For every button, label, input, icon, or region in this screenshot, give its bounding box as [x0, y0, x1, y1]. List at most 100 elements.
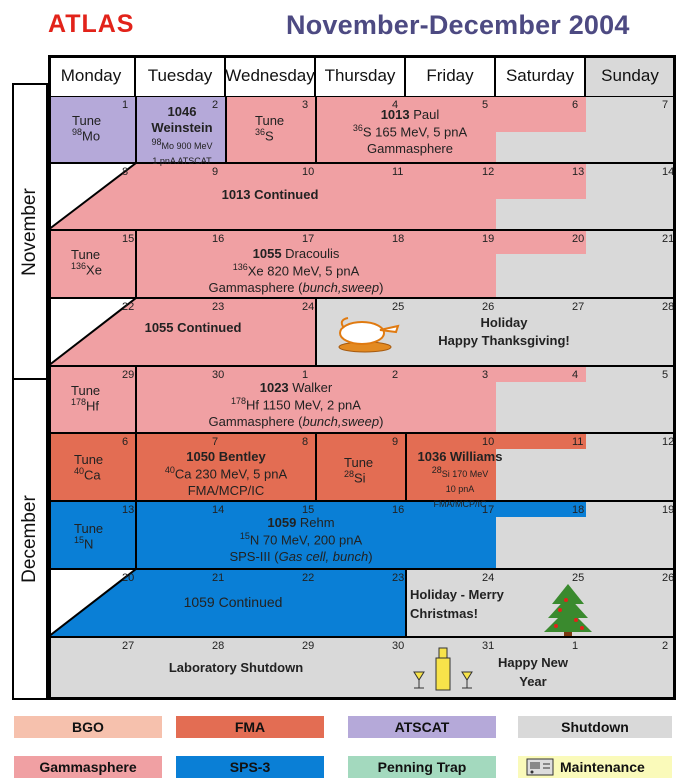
month-label-november-box: November	[12, 83, 48, 380]
day-header-wednesday: Wednesday	[225, 55, 316, 96]
event-1055-continued: 1055 Continued	[144, 320, 242, 335]
date-number: 23	[392, 572, 405, 584]
date-number: 14	[662, 166, 675, 178]
date-number: 28	[662, 301, 675, 313]
date-number: 10	[482, 436, 495, 448]
date-number: 12	[662, 436, 675, 448]
maintenance-icon	[526, 758, 554, 776]
legend-gammasphere: Gammasphere	[14, 756, 162, 778]
month-label-december: December	[19, 495, 40, 583]
legend-atscat: ATSCAT	[348, 716, 496, 738]
month-label-december-box: December	[12, 378, 48, 700]
date-number: 11	[392, 166, 404, 178]
date-number: 22	[302, 572, 315, 584]
date-number: 2	[662, 640, 669, 652]
date-number: 24	[482, 572, 495, 584]
date-number: 11	[572, 436, 584, 448]
legend-penning-trap: Penning Trap	[348, 756, 496, 778]
date-number: 26	[482, 301, 495, 313]
date-number: 18	[572, 504, 585, 516]
date-number: 27	[122, 640, 135, 652]
date-number: 3	[482, 369, 489, 381]
date-number: 4	[392, 99, 399, 111]
date-number: 21	[212, 572, 225, 584]
date-number: 19	[482, 233, 495, 245]
date-number: 15	[302, 504, 315, 516]
date-number: 13	[122, 504, 135, 516]
date-number: 20	[572, 233, 585, 245]
date-number: 24	[302, 301, 315, 313]
date-number: 7	[212, 436, 219, 448]
date-number: 9	[212, 166, 219, 178]
date-number: 6	[572, 99, 579, 111]
date-number: 31	[482, 640, 495, 652]
event-1013-continued: 1013 Continued	[221, 187, 319, 202]
date-number: 16	[392, 504, 405, 516]
date-number: 17	[482, 504, 495, 516]
legend-bgo: BGO	[14, 716, 162, 738]
shutdown-cell	[586, 366, 676, 433]
date-number: 6	[122, 436, 129, 448]
date-number: 8	[122, 166, 129, 178]
diagonal-line	[47, 162, 137, 231]
date-number: 25	[392, 301, 405, 313]
shutdown-cell	[496, 382, 586, 433]
date-number: 25	[572, 572, 585, 584]
date-number: 3	[302, 99, 309, 111]
date-number: 5	[482, 99, 489, 111]
date-number: 28	[212, 640, 225, 652]
page-subtitle: November-December 2004	[286, 10, 630, 40]
shutdown-cell	[406, 569, 676, 637]
date-number: 1	[302, 369, 309, 381]
date-number: 13	[572, 166, 585, 178]
date-number: 7	[662, 99, 669, 111]
event-1059-rehm: 1059 Rehm 15N 70 MeV, 200 pnA SPS-III (G…	[229, 515, 373, 564]
legend-sps3: SPS-3	[176, 756, 324, 778]
date-number: 23	[212, 301, 225, 313]
date-number: 20	[122, 572, 135, 584]
date-number: 1	[572, 640, 579, 652]
shutdown-cell	[586, 230, 676, 298]
date-number: 4	[572, 369, 579, 381]
date-number: 2	[392, 369, 399, 381]
date-number: 30	[392, 640, 405, 652]
date-number: 29	[302, 640, 315, 652]
date-number: 19	[662, 504, 675, 516]
day-header-thursday: Thursday	[316, 55, 406, 96]
date-number: 15	[122, 233, 135, 245]
shutdown-cell	[48, 637, 676, 700]
champagne-icon	[413, 647, 473, 691]
gammasphere-cell	[496, 96, 586, 132]
day-header-saturday: Saturday	[496, 55, 586, 96]
day-header-friday: Friday	[406, 55, 496, 96]
gammasphere-cell	[226, 96, 316, 163]
date-number: 1	[122, 99, 129, 111]
event-1050-bentley: 1050 Bentley 40Ca 230 MeV, 5 pnA FMA/MCP…	[164, 449, 288, 498]
shutdown-cell	[586, 96, 676, 163]
date-number: 14	[212, 504, 225, 516]
date-number: 8	[302, 436, 309, 448]
day-header-monday: Monday	[48, 55, 136, 96]
legend-shutdown: Shutdown	[518, 716, 672, 738]
shutdown-cell	[496, 449, 586, 501]
date-number: 9	[392, 436, 399, 448]
month-label-november: November	[19, 187, 40, 276]
date-number: 29	[122, 369, 135, 381]
date-number: 12	[482, 166, 495, 178]
event-1059-continued: 1059 Continued	[183, 594, 283, 610]
date-number: 27	[572, 301, 585, 313]
event-1023-walker: 1023 Walker 178Hf 1150 MeV, 2 pnA Gammas…	[208, 380, 384, 429]
date-number: 17	[302, 233, 315, 245]
